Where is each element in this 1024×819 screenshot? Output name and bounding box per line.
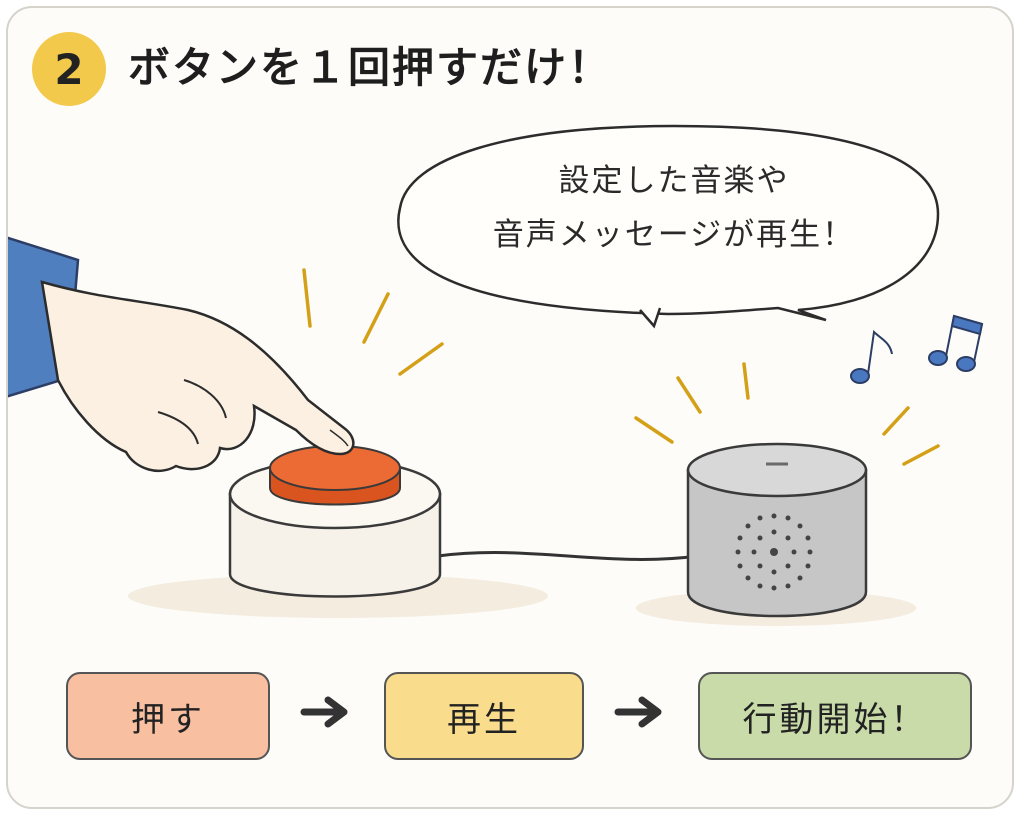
hand-pointing-icon [8,236,355,473]
music-note-icon [850,314,984,384]
smart-speaker-icon [636,442,916,626]
arrow-right-icon [300,696,348,728]
flow-step-start-action: 行動開始！ [698,672,972,760]
flow-step-push: 押す [66,672,270,760]
cable [437,551,699,561]
speech-bubble-line-1: 設定した音楽や [558,163,790,199]
push-button-icon [128,445,548,618]
speech-bubble-line-2: 音声メッセージが再生！ [492,217,856,253]
arrow-right-icon [614,696,662,728]
scene-illustration [8,124,984,626]
page-title: ボタンを１回押すだけ！ [128,43,613,92]
flow-step-play: 再生 [384,672,584,760]
speaker-grille [735,513,813,591]
illustration-frame: 2 ボタンを１回押すだけ！ [6,6,1014,809]
step-number: 2 [54,44,84,94]
burst-lines-button [302,268,444,376]
step-number-badge: 2 [32,32,106,106]
burst-lines-speaker [634,362,940,466]
speech-bubble [397,124,940,329]
speech-bubble-text: 設定した音楽や 音声メッセージが再生！ [408,154,940,262]
